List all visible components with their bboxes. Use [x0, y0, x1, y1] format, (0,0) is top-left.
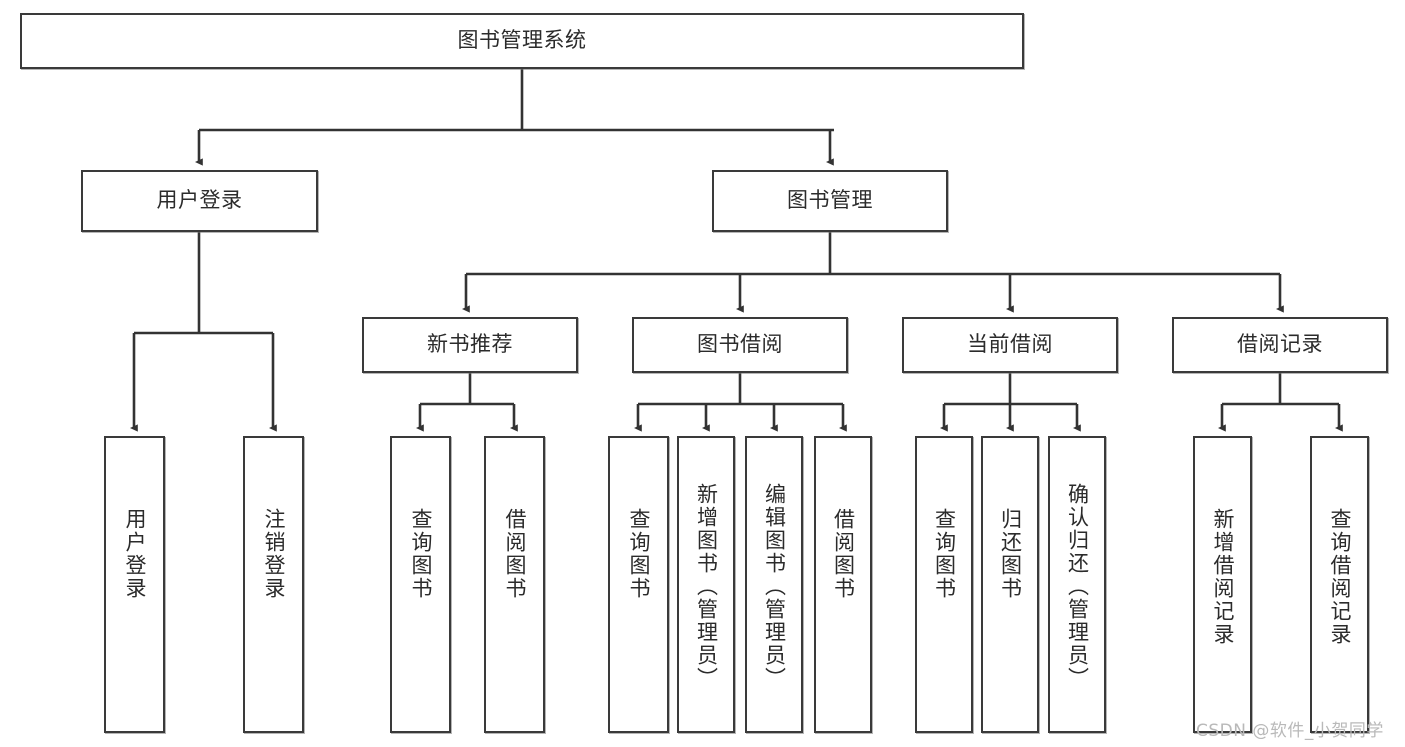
node-leaf-edit-book-admin-label: 编辑图书（管理员） [762, 483, 787, 690]
node-user-login-label: 用户登录 [156, 188, 243, 213]
node-leaf-query-book-borrow-label: 查询图书 [627, 508, 651, 600]
node-new-book-recommend-label: 新书推荐 [427, 332, 513, 357]
node-leaf-query-borrow-record-label: 查询借阅记录 [1328, 508, 1352, 646]
node-book-manage-label: 图书管理 [787, 188, 873, 213]
node-leaf-query-borrow-record[interactable]: 查询借阅记录 [1310, 436, 1369, 733]
node-leaf-return-book-label: 归还图书 [998, 508, 1023, 600]
node-leaf-add-book-admin[interactable]: 新增图书（管理员） [677, 436, 735, 733]
node-leaf-borrow-book-recommend-label: 借阅图书 [503, 508, 527, 600]
node-leaf-query-book-current-label: 查询图书 [932, 508, 957, 600]
node-leaf-user-login-label: 用户登录 [123, 508, 147, 600]
node-leaf-confirm-return-admin[interactable]: 确认归还（管理员） [1048, 436, 1106, 733]
node-leaf-confirm-return-admin-label: 确认归还（管理员） [1065, 483, 1090, 690]
node-leaf-query-book-current[interactable]: 查询图书 [915, 436, 973, 733]
node-leaf-query-book-borrow[interactable]: 查询图书 [608, 436, 669, 733]
node-book-manage[interactable]: 图书管理 [712, 170, 948, 232]
node-leaf-user-login[interactable]: 用户登录 [104, 436, 165, 733]
node-leaf-add-book-admin-label: 新增图书（管理员） [694, 483, 719, 690]
node-leaf-query-book-recommend[interactable]: 查询图书 [390, 436, 451, 733]
node-leaf-add-borrow-record-label: 新增借阅记录 [1211, 508, 1235, 646]
node-user-login[interactable]: 用户登录 [81, 170, 318, 232]
node-leaf-query-book-recommend-label: 查询图书 [409, 508, 433, 600]
node-book-borrow[interactable]: 图书借阅 [632, 317, 848, 373]
node-leaf-borrow-book-recommend[interactable]: 借阅图书 [484, 436, 545, 733]
node-new-book-recommend[interactable]: 新书推荐 [362, 317, 578, 373]
node-root[interactable]: 图书管理系统 [20, 13, 1024, 69]
node-leaf-logout[interactable]: 注销登录 [243, 436, 304, 733]
node-leaf-return-book[interactable]: 归还图书 [981, 436, 1039, 733]
node-leaf-borrow-book-label: 借阅图书 [831, 508, 856, 600]
node-leaf-logout-label: 注销登录 [262, 508, 286, 600]
node-borrow-record[interactable]: 借阅记录 [1172, 317, 1388, 373]
node-leaf-borrow-book[interactable]: 借阅图书 [814, 436, 872, 733]
node-current-borrow-label: 当前借阅 [967, 332, 1053, 357]
node-root-label: 图书管理系统 [457, 28, 587, 53]
node-borrow-record-label: 借阅记录 [1237, 332, 1323, 357]
node-book-borrow-label: 图书借阅 [697, 332, 783, 357]
node-current-borrow[interactable]: 当前借阅 [902, 317, 1118, 373]
node-leaf-add-borrow-record[interactable]: 新增借阅记录 [1193, 436, 1252, 733]
node-leaf-edit-book-admin[interactable]: 编辑图书（管理员） [745, 436, 803, 733]
